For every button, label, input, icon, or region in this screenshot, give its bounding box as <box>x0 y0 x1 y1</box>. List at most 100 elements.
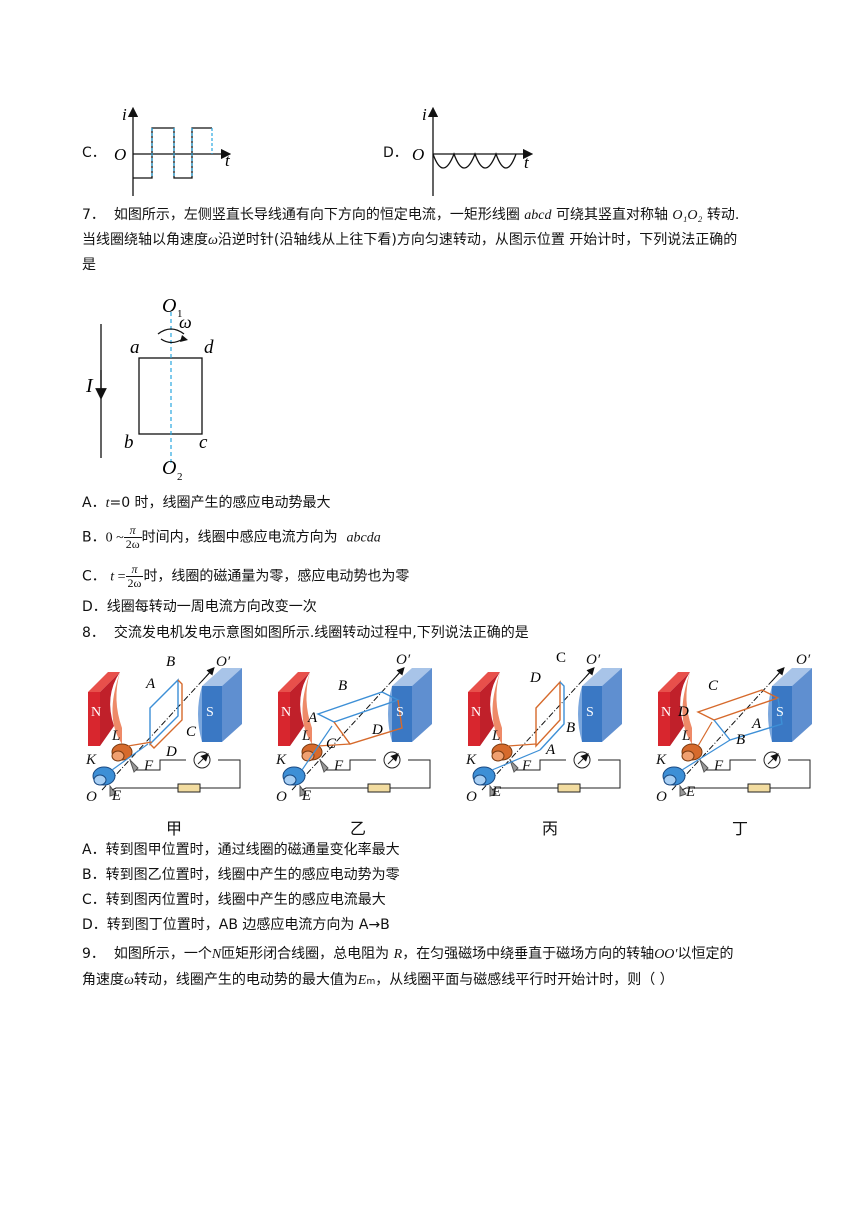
label-bottom: A <box>545 742 556 758</box>
ring-l-label: L <box>112 728 121 744</box>
omega-label: ω <box>179 312 192 332</box>
axis-bottom-label: O <box>656 789 667 805</box>
magnet-n-label: N <box>281 705 292 720</box>
label-right: A <box>751 716 762 732</box>
label-right: C <box>186 724 197 740</box>
axis-top-label: O′ <box>796 652 811 668</box>
q6-option-d-label: D． <box>383 145 408 161</box>
axis-origin-label: O <box>114 145 126 164</box>
axis-t-label: t <box>225 151 231 170</box>
label-left: D <box>677 704 689 720</box>
q7-figure: I O 1 ω a d b c O 2 <box>85 295 214 483</box>
brush-f-label: F <box>522 758 532 774</box>
caption-yi: 乙 <box>350 819 367 838</box>
brush-f-label: F <box>144 758 154 774</box>
magnet-n-label: N <box>661 705 672 720</box>
caption-jia: 甲 <box>166 819 183 838</box>
magnet-s-label: S <box>206 705 214 720</box>
ring-k-label: K <box>86 752 97 768</box>
coil <box>535 680 561 748</box>
axis-t-label: t <box>524 153 530 172</box>
caption-bing: 丙 <box>542 819 559 838</box>
label-bottom: D <box>165 744 177 760</box>
ring-k-label: K <box>466 752 477 768</box>
magnet-s-label: S <box>586 705 594 720</box>
label-left: A <box>307 710 318 726</box>
q7-stem-line1: 7． 如图所示，左侧竖直长导线通有向下方向的恒定电流，一矩形线圈 abcd 可绕… <box>82 207 740 223</box>
brush-e-label: E <box>112 788 122 804</box>
q8-stem: 8． 交流发电机发电示意图如图所示.线圈转动过程中,下列说法正确的是 <box>82 625 529 641</box>
magnet-n-label: N <box>91 705 102 720</box>
caption-ding: 丁 <box>732 819 749 838</box>
axis-i-label: i <box>122 105 127 124</box>
q8-option-d[interactable]: D．转到图丁位置时，AB 边感应电流方向为 A→B <box>82 917 390 933</box>
q9-stem-line2: 角速度ω转动，线圈产生的电动势的最大值为Em，从线圈平面与磁感线平行时开始计时，… <box>82 972 674 988</box>
axis-bottom-subscript: 2 <box>177 471 183 483</box>
label-bottom: B <box>736 732 745 748</box>
q6-option-c-label: C． <box>82 145 106 161</box>
axis-bottom-label: O <box>86 789 97 805</box>
coil <box>149 678 179 746</box>
ring-l-label: L <box>492 728 501 744</box>
axis-top-label: O′ <box>586 652 601 668</box>
label-top: B <box>338 678 347 694</box>
brush-f-label: F <box>334 758 344 774</box>
brush-e-label: E <box>492 784 502 800</box>
current-label: I <box>85 375 94 397</box>
label-top: C <box>556 650 566 666</box>
panel-jia: B A C D <box>88 654 242 796</box>
q8-option-c[interactable]: C．转到图丙位置时，线圈中产生的感应电流最大 <box>82 892 386 908</box>
q6-graph-d: i O t <box>412 105 534 196</box>
axis-bottom-label: O <box>276 789 287 805</box>
axis-bottom-label: O <box>162 457 176 479</box>
q7-stem-line2: 当线圈绕轴以角速度ω沿逆时针(沿轴线从上往下看)方向匀速转动，从图示位置 开始计… <box>82 232 738 248</box>
square-wave <box>133 127 212 179</box>
axis-top-label: O′ <box>396 652 411 668</box>
axis-origin-label: O <box>412 145 424 164</box>
panel-ding: C D A B <box>658 668 812 796</box>
rotation-arrow <box>157 328 185 335</box>
q7-stem-line3: 是 <box>82 257 96 273</box>
magnet-s-label: S <box>776 705 784 720</box>
q9-stem-line1: 9． 如图所示，一个N匝矩形闭合线圈，总电阻为 R，在匀强磁场中绕垂直于磁场方向… <box>82 946 734 962</box>
brush-e-label: E <box>302 788 312 804</box>
axis-top-label: O <box>162 295 176 317</box>
magnet-s-label: S <box>396 705 404 720</box>
q8-option-a[interactable]: A．转到图甲位置时，通过线圈的磁通量变化率最大 <box>82 842 400 858</box>
q6-graph-c: i O t <box>114 105 232 196</box>
label-right: B <box>566 720 575 736</box>
corner-d: d <box>204 337 214 358</box>
ring-k-label: K <box>276 752 287 768</box>
ring-l-label: L <box>302 728 311 744</box>
q8-fixed-labels: N S O′ O K L E F N S O′ O K L E F N S O′… <box>82 648 822 838</box>
q7-option-a[interactable]: A．t=0 时，线圈产生的感应电动势最大 <box>82 495 331 511</box>
panel-yi: B A D C <box>278 668 432 796</box>
q8-option-b[interactable]: B．转到图乙位置时，线圈中产生的感应电动势为零 <box>82 867 400 883</box>
q7-option-d[interactable]: D．线圈每转动一周电流方向改变一次 <box>82 599 317 615</box>
axis-top-subscript: 1 <box>177 308 183 320</box>
panel-bing: C D B A <box>468 650 622 796</box>
axis-top-label: O′ <box>216 654 231 670</box>
label-left: D <box>529 670 541 686</box>
ring-k-label: K <box>656 752 667 768</box>
q8-figures: B A C D B A D C C D B A C D A B <box>82 650 822 838</box>
rectified-wave <box>432 152 517 169</box>
label-right: D <box>371 722 383 738</box>
magnet-n-label: N <box>471 705 482 720</box>
brush-e-label: E <box>686 784 696 800</box>
axis-bottom-label: O <box>466 789 477 805</box>
corner-c: c <box>199 432 208 453</box>
brush-f-label: F <box>714 758 724 774</box>
corner-a: a <box>130 337 140 358</box>
ring-l-label: L <box>682 728 691 744</box>
label-bottom: C <box>326 736 337 752</box>
label-top: B <box>166 654 175 670</box>
label-left: A <box>145 676 156 692</box>
label-top: C <box>708 678 719 694</box>
axis-i-label: i <box>422 105 427 124</box>
corner-b: b <box>124 432 134 453</box>
